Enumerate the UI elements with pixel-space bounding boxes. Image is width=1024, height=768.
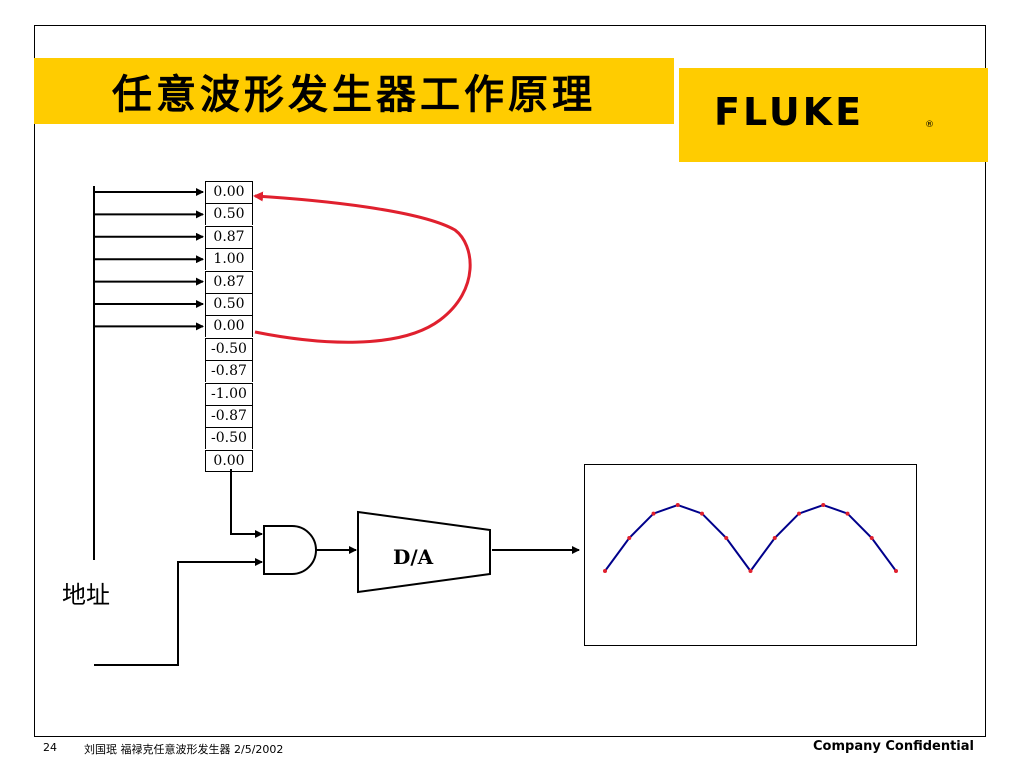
waveform-sample-point [724,536,729,540]
waveform-line [604,503,897,573]
da-label: D/A [393,545,434,569]
memory-cell: -0.87 [205,405,253,427]
waveform-sample-point [894,569,898,573]
waveform-sample-point [651,511,656,516]
waveform-sample-point [869,536,874,540]
memory-cell: 0.87 [205,225,253,248]
waveform-sample-point [821,503,826,507]
memory-cell: 1.00 [205,248,253,271]
memory-cell: -1.00 [205,382,253,405]
fluke-logo: FLUKE ® [679,68,988,162]
waveform-sample-point [797,511,801,516]
memory-output-wire [230,469,263,538]
footer-info: 刘国珉 福禄克任意波形发生器 2/5/2002 [84,743,284,756]
waveform-sample-point [675,503,680,507]
waveform-sample-point [700,511,704,516]
waveform-plot [603,503,898,573]
waveform-sample-point [748,569,753,573]
memory-cell: 0.00 [205,449,253,472]
and-gate [263,525,317,575]
memory-cell: 0.50 [205,203,253,226]
waveform-sample-point [627,536,632,540]
footer-page-number: 24 [43,741,57,754]
address-label: 地址 [62,581,110,609]
slide-frame [34,25,986,737]
da-converter [357,510,491,594]
loop-back-arrow [253,191,472,344]
memory-cell: -0.87 [205,360,253,383]
enable-input-wire [94,558,263,666]
slide-title: 任意波形发生器工作原理 [112,71,596,118]
address-arrows [94,188,204,331]
waveform-sample-point [603,569,607,573]
registered-mark: ® [925,120,934,130]
memory-cell: -0.50 [205,337,253,360]
footer-confidential: Company Confidential [813,739,974,754]
logo-text: FLUKE [714,90,865,134]
waveform-display [584,464,917,646]
memory-cell: 0.50 [205,293,253,315]
waveform-sample-point [845,511,850,516]
waveform-sample-point [772,536,777,540]
memory-cell: 0.00 [205,315,253,338]
memory-cell: -0.50 [205,427,253,450]
title-bar: 任意波形发生器工作原理 [34,58,674,124]
memory-cell: 0.00 [205,181,253,203]
memory-cell: 0.87 [205,270,253,293]
